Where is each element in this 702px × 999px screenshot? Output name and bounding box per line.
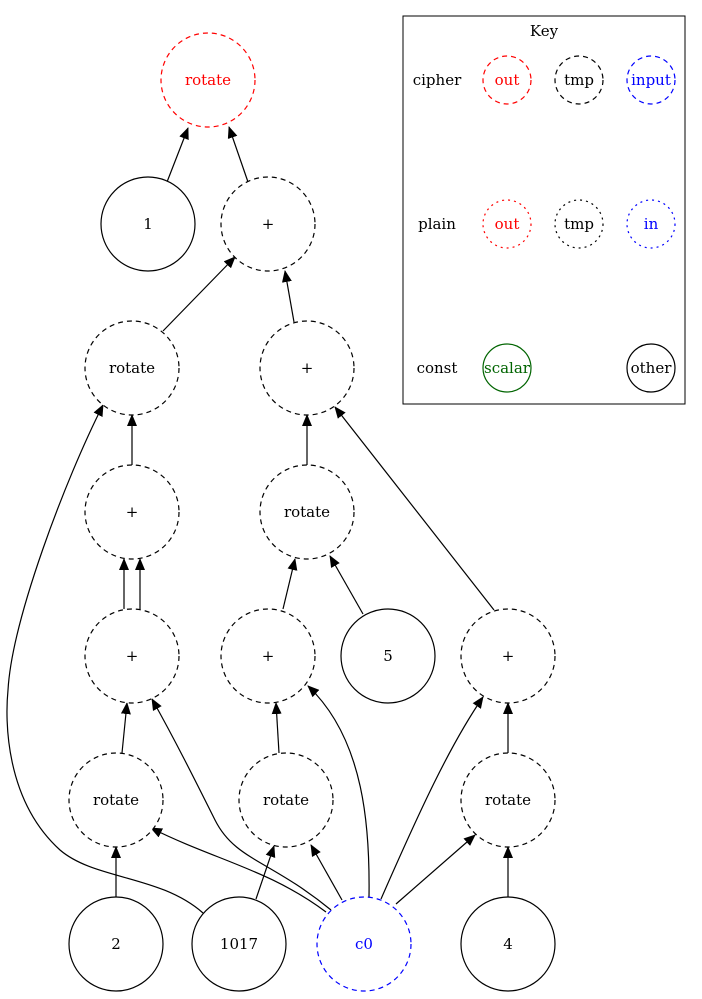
node-circle xyxy=(84,608,180,704)
node-rotate-left: rotate xyxy=(84,320,180,416)
node-label: + xyxy=(262,647,275,665)
node-circle xyxy=(160,32,256,128)
node-label: rotate xyxy=(109,359,155,377)
key-title: Key xyxy=(530,22,559,40)
key-row-label: plain xyxy=(418,215,456,233)
node-add-top: + xyxy=(220,176,316,272)
key-swatch-cipher-out xyxy=(482,55,532,105)
node-label: 5 xyxy=(383,647,393,665)
node-label: c0 xyxy=(355,935,373,953)
node-const-1: 1 xyxy=(100,176,196,272)
node-circle xyxy=(460,896,556,992)
node-circle xyxy=(316,896,412,992)
node-rotate-mid: rotate xyxy=(259,464,355,560)
key-swatch-const-scalar xyxy=(482,343,532,393)
node-label: + xyxy=(126,647,139,665)
node-circle xyxy=(220,176,316,272)
node-circle xyxy=(340,608,436,704)
node-add-mid: + xyxy=(220,608,316,704)
node-const-2: 2 xyxy=(68,896,164,992)
edge-input_c0-to-add_mid xyxy=(307,685,370,898)
key-swatch-label: tmp xyxy=(564,71,594,89)
node-root-rotate: rotate xyxy=(160,32,256,128)
key-swatch-const-other xyxy=(626,343,676,393)
node-circle xyxy=(68,896,164,992)
node-circle xyxy=(68,752,164,848)
node-circle xyxy=(191,896,287,992)
node-circle xyxy=(259,320,355,416)
key-row-label: cipher xyxy=(413,71,462,89)
key-swatch-label: other xyxy=(631,359,673,377)
edge-rotate_left-to-add_top xyxy=(162,256,236,332)
node-const-4: 4 xyxy=(460,896,556,992)
node-label: rotate xyxy=(93,791,139,809)
node-const-1017: 1017 xyxy=(191,896,287,992)
node-rotate-b3: rotate xyxy=(460,752,556,848)
key-swatch-label: scalar xyxy=(484,359,531,377)
node-label: + xyxy=(126,503,139,521)
node-label: 4 xyxy=(503,935,513,953)
node-label: 1 xyxy=(143,215,153,233)
node-add-left-b: + xyxy=(84,608,180,704)
graph-nodes: rotate 1 + rotate + + rotate + +5 + rotate rotate ro… xyxy=(68,32,556,992)
node-label: rotate xyxy=(485,791,531,809)
key-swatch-cipher-input xyxy=(626,55,676,105)
edge-input_c0-to-add_right xyxy=(380,696,484,900)
key-swatch-cipher-tmp xyxy=(554,55,604,105)
key-swatch-label: tmp xyxy=(564,215,594,233)
key-swatch-label: out xyxy=(495,215,520,233)
node-add-left-a: + xyxy=(84,464,180,560)
key-swatch-label: in xyxy=(644,215,659,233)
node-label: rotate xyxy=(185,71,231,89)
node-circle xyxy=(238,752,334,848)
node-circle xyxy=(100,176,196,272)
node-add-right: + xyxy=(460,608,556,704)
key-swatch-plain-out xyxy=(482,199,532,249)
node-input-c0: c0 xyxy=(316,896,412,992)
key-legend: Key cipher out tmp input plain out tmp in const s… xyxy=(402,15,686,405)
key-swatch-plain-tmp xyxy=(554,199,604,249)
edge-input_c0-to-rotate_b1 xyxy=(150,827,327,913)
edge-rotate_b1-to-add_left_b xyxy=(120,702,131,754)
edge-add_mid_r-to-add_top xyxy=(281,270,295,323)
key-swatch-label: out xyxy=(495,71,520,89)
node-label: 1017 xyxy=(220,935,258,953)
edge-const_1-to-root_rotate xyxy=(166,127,189,183)
key-rows: cipher out tmp input plain out tmp in const scala… xyxy=(413,55,676,393)
node-label: + xyxy=(502,647,515,665)
node-circle xyxy=(84,320,180,416)
edge-add_right-to-add_mid_r xyxy=(334,406,495,611)
node-circle xyxy=(84,464,180,560)
edge-input_c0-to-rotate_b3 xyxy=(395,834,476,905)
edge-rotate_b2-to-add_mid xyxy=(271,702,282,754)
key-swatch-plain-in xyxy=(626,199,676,249)
node-circle xyxy=(220,608,316,704)
node-rotate-b2: rotate xyxy=(238,752,334,848)
edge-const_1017-to-rotate_left xyxy=(6,404,204,914)
key-swatch-label: input xyxy=(631,71,671,89)
node-rotate-b1: rotate xyxy=(68,752,164,848)
node-label: + xyxy=(262,215,275,233)
node-add-mid-r: + xyxy=(259,320,355,416)
edge-add_top-to-root_rotate xyxy=(227,126,249,183)
edge-const_5-to-rotate_mid xyxy=(329,555,364,615)
edge-add_mid-to-rotate_mid xyxy=(282,558,298,610)
graph-edges xyxy=(6,126,513,914)
edge-input_c0-to-add_left_b xyxy=(151,698,332,911)
key-border xyxy=(402,15,686,405)
key-row-label: const xyxy=(417,359,458,377)
edge-const_1017-to-rotate_b2 xyxy=(255,845,276,900)
node-const-5: 5 xyxy=(340,608,436,704)
edge-input_c0-to-rotate_b2 xyxy=(310,844,343,901)
node-label: + xyxy=(301,359,314,377)
node-circle xyxy=(259,464,355,560)
node-label: rotate xyxy=(284,503,330,521)
node-circle xyxy=(460,608,556,704)
node-label: rotate xyxy=(263,791,309,809)
node-circle xyxy=(460,752,556,848)
node-label: 2 xyxy=(111,935,121,953)
